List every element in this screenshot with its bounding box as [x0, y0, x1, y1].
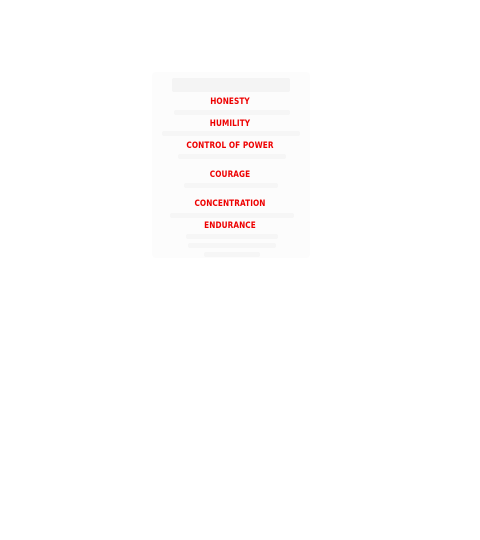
faint-text-line — [204, 252, 260, 257]
faint-text-line — [184, 183, 278, 188]
virtue-control-of-power: CONTROL OF POWER — [186, 141, 274, 151]
faint-text-line — [174, 110, 290, 115]
virtue-humility: HUMILITY — [209, 119, 251, 129]
faint-heading-block — [172, 78, 290, 92]
faint-background-panel — [152, 72, 310, 258]
virtue-courage: COURAGE — [209, 170, 251, 180]
faint-text-line — [186, 234, 278, 239]
virtue-honesty: HONESTY — [210, 97, 250, 107]
virtue-concentration: CONCENTRATION — [194, 199, 266, 209]
faint-text-line — [178, 154, 286, 159]
virtue-endurance: ENDURANCE — [204, 221, 256, 231]
faint-text-line — [188, 243, 276, 248]
faint-text-line — [162, 131, 300, 136]
faint-text-line — [170, 213, 294, 218]
